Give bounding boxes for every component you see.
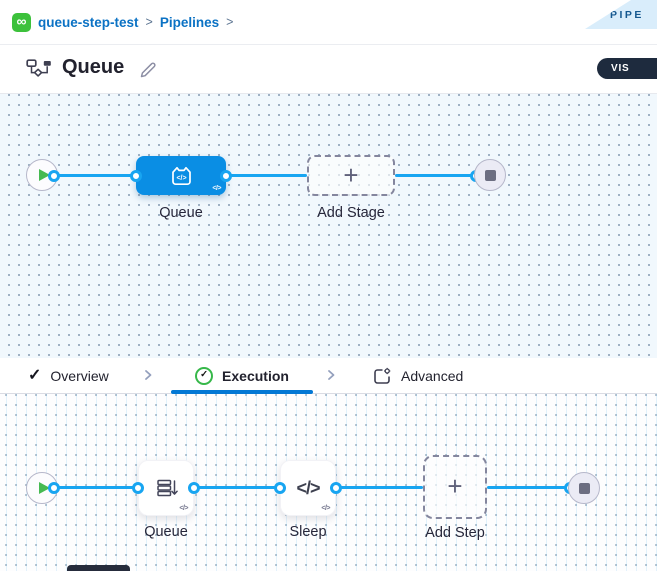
connector-line: [194, 486, 280, 489]
step-node-sleep[interactable]: </> </>: [280, 460, 336, 516]
connector-port: [48, 170, 60, 182]
ribbon-label: PIPE: [610, 9, 644, 21]
yaml-code-badge: </>: [212, 185, 221, 192]
code-glyph: </>: [176, 175, 186, 182]
tab-advanced[interactable]: Advanced: [373, 358, 463, 393]
stage-graph-canvas[interactable]: </> </> Queue + Add Stage: [0, 94, 657, 358]
stop-icon: [578, 482, 590, 494]
edit-pipeline-name-button[interactable]: [138, 60, 158, 83]
check-circle-icon: ✓: [195, 366, 214, 385]
stage-label: Queue: [159, 205, 203, 221]
pencil-icon: [140, 62, 156, 78]
chevron-right-icon: [145, 370, 152, 380]
yaml-code-badge: </>: [321, 505, 330, 512]
breadcrumb-pipelines-link[interactable]: Pipelines: [159, 14, 220, 30]
connector-line: [487, 486, 570, 489]
execution-graph-canvas[interactable]: </> Queue </> </> Sleep + Add Step: [0, 394, 657, 571]
connector-port: [48, 482, 60, 494]
pipeline-studio-ribbon: PIPE: [585, 0, 657, 29]
execution-end-node: [568, 472, 600, 504]
step-label: Queue: [144, 524, 188, 540]
tab-overview-label: Overview: [50, 367, 109, 384]
play-icon: [38, 169, 50, 181]
add-stage-label: Add Stage: [317, 205, 385, 221]
breadcrumb-separator: >: [226, 15, 234, 29]
connector-port: [188, 482, 200, 494]
connector-port: [330, 482, 342, 494]
breadcrumb-separator: >: [145, 15, 153, 29]
execution-start-node: [26, 472, 58, 504]
breadcrumb: ∞ queue-step-test > Pipelines >: [12, 0, 233, 44]
connector-line: [54, 174, 136, 177]
cutoff-element: [67, 565, 130, 571]
tab-advanced-label: Advanced: [401, 367, 464, 384]
tab-execution-label: Execution: [222, 367, 289, 384]
connector-line: [336, 486, 423, 489]
add-step-button[interactable]: +: [423, 455, 487, 519]
breadcrumb-project-link[interactable]: queue-step-test: [38, 14, 139, 30]
plus-icon: +: [447, 471, 463, 501]
harness-project-icon: ∞: [12, 12, 31, 32]
stop-icon: [484, 169, 496, 181]
pipeline-header: Queue: [0, 45, 657, 94]
queue-step-icon: [156, 479, 178, 497]
add-stage-button[interactable]: +: [307, 155, 395, 196]
step-node-queue[interactable]: </>: [138, 460, 194, 516]
visual-yaml-toggle[interactable]: VIS: [597, 58, 657, 79]
stage-type-icon: </>: [171, 166, 191, 186]
pipeline-icon: [26, 59, 51, 77]
connector-port: [274, 482, 286, 494]
connector-line: [54, 486, 138, 489]
check-icon: ✓: [28, 366, 42, 384]
stage-node-queue[interactable]: </> </>: [136, 156, 226, 195]
tab-execution[interactable]: ✓ Execution: [171, 358, 313, 393]
connector-port: [130, 170, 142, 182]
connector-port: [220, 170, 232, 182]
pipeline-tabbar: ✓ Overview ✓ Execution Advanced: [0, 358, 657, 394]
play-icon: [38, 482, 50, 494]
connector-port: [132, 482, 144, 494]
chevron-right-icon: [328, 370, 335, 380]
pipeline-title: Queue: [62, 56, 125, 78]
code-step-icon: </>: [296, 477, 320, 498]
plus-icon: +: [343, 159, 359, 190]
connector-line: [395, 174, 476, 177]
pipeline-end-node: [474, 159, 506, 191]
advanced-settings-icon: [374, 367, 391, 384]
tab-overview[interactable]: ✓ Overview: [28, 358, 109, 393]
infinity-glyph: ∞: [16, 13, 27, 29]
add-step-label: Add Step: [425, 525, 485, 541]
top-navigation-bar: ∞ queue-step-test > Pipelines > PIPE: [0, 0, 657, 45]
active-tab-underline: [171, 390, 313, 394]
yaml-code-badge: </>: [179, 505, 188, 512]
step-label: Sleep: [289, 524, 327, 540]
connector-line: [226, 174, 307, 177]
